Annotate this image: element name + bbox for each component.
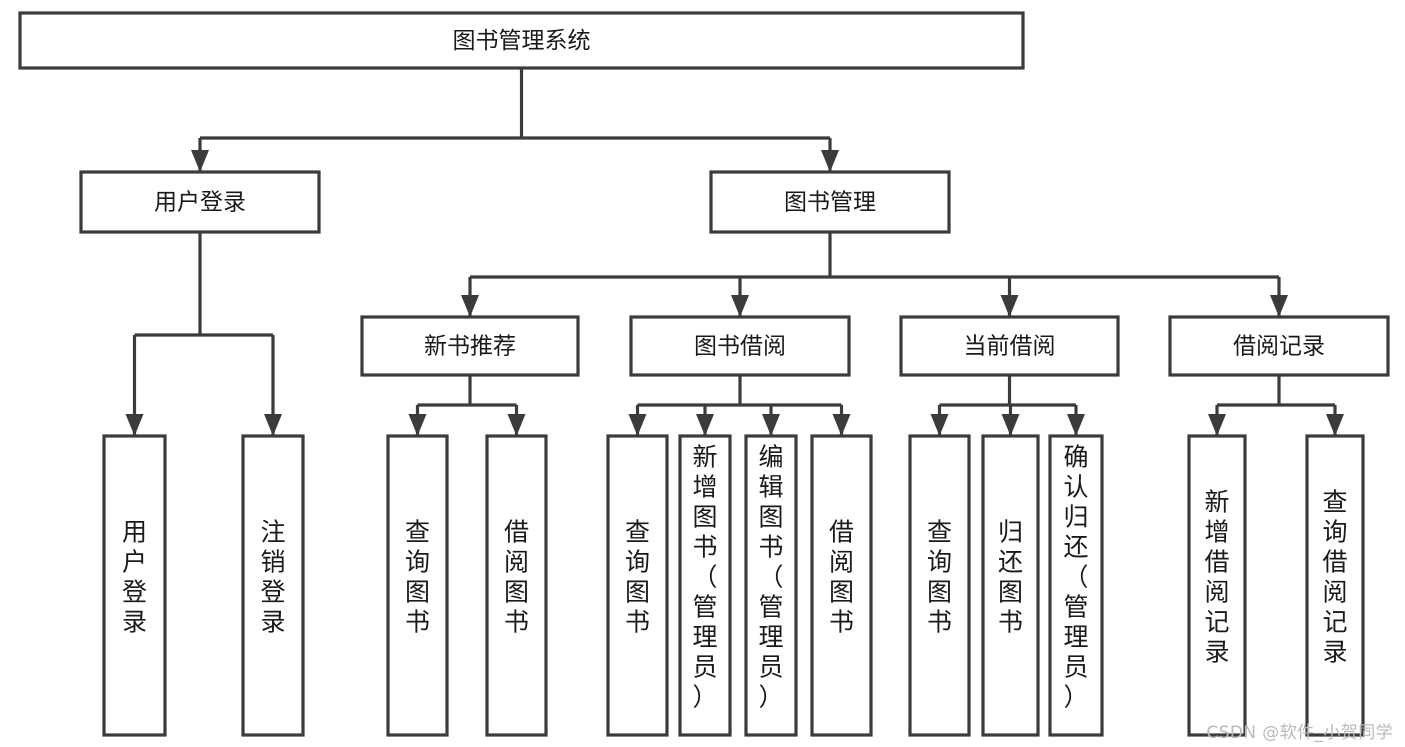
node-leaf-borrow-book-label: 借阅图书	[829, 518, 854, 637]
node-leaf-add-book-admin[interactable]: 新增图书（管理员）	[678, 434, 732, 737]
node-leaf-logout-login-label: 注销登录	[260, 518, 285, 637]
node-root-label: 图书管理系统	[453, 28, 591, 54]
node-leaf-logout-login[interactable]: 注销登录	[241, 434, 305, 737]
node-book-manage-label: 图书管理	[784, 190, 876, 216]
node-user-login[interactable]: 用户登录	[79, 170, 321, 234]
node-book-manage-box[interactable]	[709, 170, 951, 234]
node-book-manage[interactable]: 图书管理	[709, 170, 951, 234]
node-leaf-user-login-label: 用户登录	[122, 518, 147, 637]
node-leaf-user-login-box[interactable]	[102, 434, 167, 737]
node-current-borrow-box[interactable]	[899, 315, 1120, 377]
node-leaf-query-book-borrow[interactable]: 查询图书	[606, 434, 669, 737]
node-leaf-borrow-book-recommend-box[interactable]	[485, 434, 548, 737]
node-current-borrow-label: 当前借阅	[964, 334, 1056, 360]
node-leaf-borrow-book-recommend-label: 借阅图书	[504, 518, 529, 637]
node-leaf-query-book-borrow-box[interactable]	[606, 434, 669, 737]
node-leaf-query-book-recommend-label: 查询图书	[405, 518, 430, 637]
node-leaf-add-borrow-record[interactable]: 新增借阅记录	[1187, 434, 1247, 737]
node-new-book-recommend[interactable]: 新书推荐	[360, 315, 580, 377]
node-borrow-record[interactable]: 借阅记录	[1168, 315, 1390, 377]
node-root[interactable]: 图书管理系统	[18, 11, 1025, 70]
node-leaf-logout-login-box[interactable]	[241, 434, 305, 737]
node-leaf-add-borrow-record-box[interactable]	[1187, 434, 1247, 737]
node-root-box[interactable]	[18, 11, 1025, 70]
node-leaf-confirm-return-admin-box[interactable]	[1048, 434, 1104, 737]
node-leaf-edit-book-admin-box[interactable]	[744, 434, 798, 737]
node-borrow-record-box[interactable]	[1168, 315, 1390, 377]
node-leaf-borrow-book-box[interactable]	[810, 434, 873, 737]
node-borrow-record-label: 借阅记录	[1233, 334, 1325, 360]
nodes-layer: 图书管理系统用户登录图书管理新书推荐图书借阅当前借阅借阅记录用户登录注销登录查询…	[18, 11, 1390, 737]
node-book-borrow[interactable]: 图书借阅	[629, 315, 851, 377]
node-leaf-query-book-recommend-box[interactable]	[386, 434, 449, 737]
node-leaf-edit-book-admin[interactable]: 编辑图书（管理员）	[744, 434, 798, 737]
node-leaf-confirm-return-admin[interactable]: 确认归还（管理员）	[1048, 434, 1104, 737]
node-user-login-label: 用户登录	[154, 190, 246, 216]
node-user-login-box[interactable]	[79, 170, 321, 234]
node-new-book-recommend-label: 新书推荐	[424, 334, 516, 360]
node-leaf-query-book-recommend[interactable]: 查询图书	[386, 434, 449, 737]
node-leaf-query-book-current[interactable]: 查询图书	[908, 434, 971, 737]
node-leaf-borrow-book[interactable]: 借阅图书	[810, 434, 873, 737]
node-leaf-return-book-box[interactable]	[981, 434, 1040, 737]
node-new-book-recommend-box[interactable]	[360, 315, 580, 377]
node-leaf-return-book-label: 归还图书	[998, 518, 1023, 637]
node-book-borrow-box[interactable]	[629, 315, 851, 377]
node-leaf-query-borrow-record-box[interactable]	[1305, 434, 1365, 737]
node-leaf-borrow-book-recommend[interactable]: 借阅图书	[485, 434, 548, 737]
node-leaf-add-borrow-record-label: 新增借阅记录	[1204, 488, 1229, 667]
node-leaf-add-book-admin-label: 新增图书（管理员）	[692, 443, 717, 712]
node-leaf-confirm-return-admin-label: 确认归还（管理员）	[1063, 443, 1088, 712]
node-book-borrow-label: 图书借阅	[694, 334, 786, 360]
node-leaf-edit-book-admin-label: 编辑图书（管理员）	[758, 443, 783, 712]
node-leaf-return-book[interactable]: 归还图书	[981, 434, 1040, 737]
node-leaf-user-login[interactable]: 用户登录	[102, 434, 167, 737]
node-current-borrow[interactable]: 当前借阅	[899, 315, 1120, 377]
csdn-watermark: CSDN @软件_小贺同学	[1206, 723, 1393, 743]
edges-layer	[125, 68, 1344, 436]
node-leaf-query-book-current-box[interactable]	[908, 434, 971, 737]
node-leaf-query-book-borrow-label: 查询图书	[625, 518, 650, 637]
node-leaf-query-borrow-record[interactable]: 查询借阅记录	[1305, 434, 1365, 737]
node-leaf-add-book-admin-box[interactable]	[678, 434, 732, 737]
node-leaf-query-book-current-label: 查询图书	[927, 518, 952, 637]
node-leaf-query-borrow-record-label: 查询借阅记录	[1322, 488, 1347, 667]
